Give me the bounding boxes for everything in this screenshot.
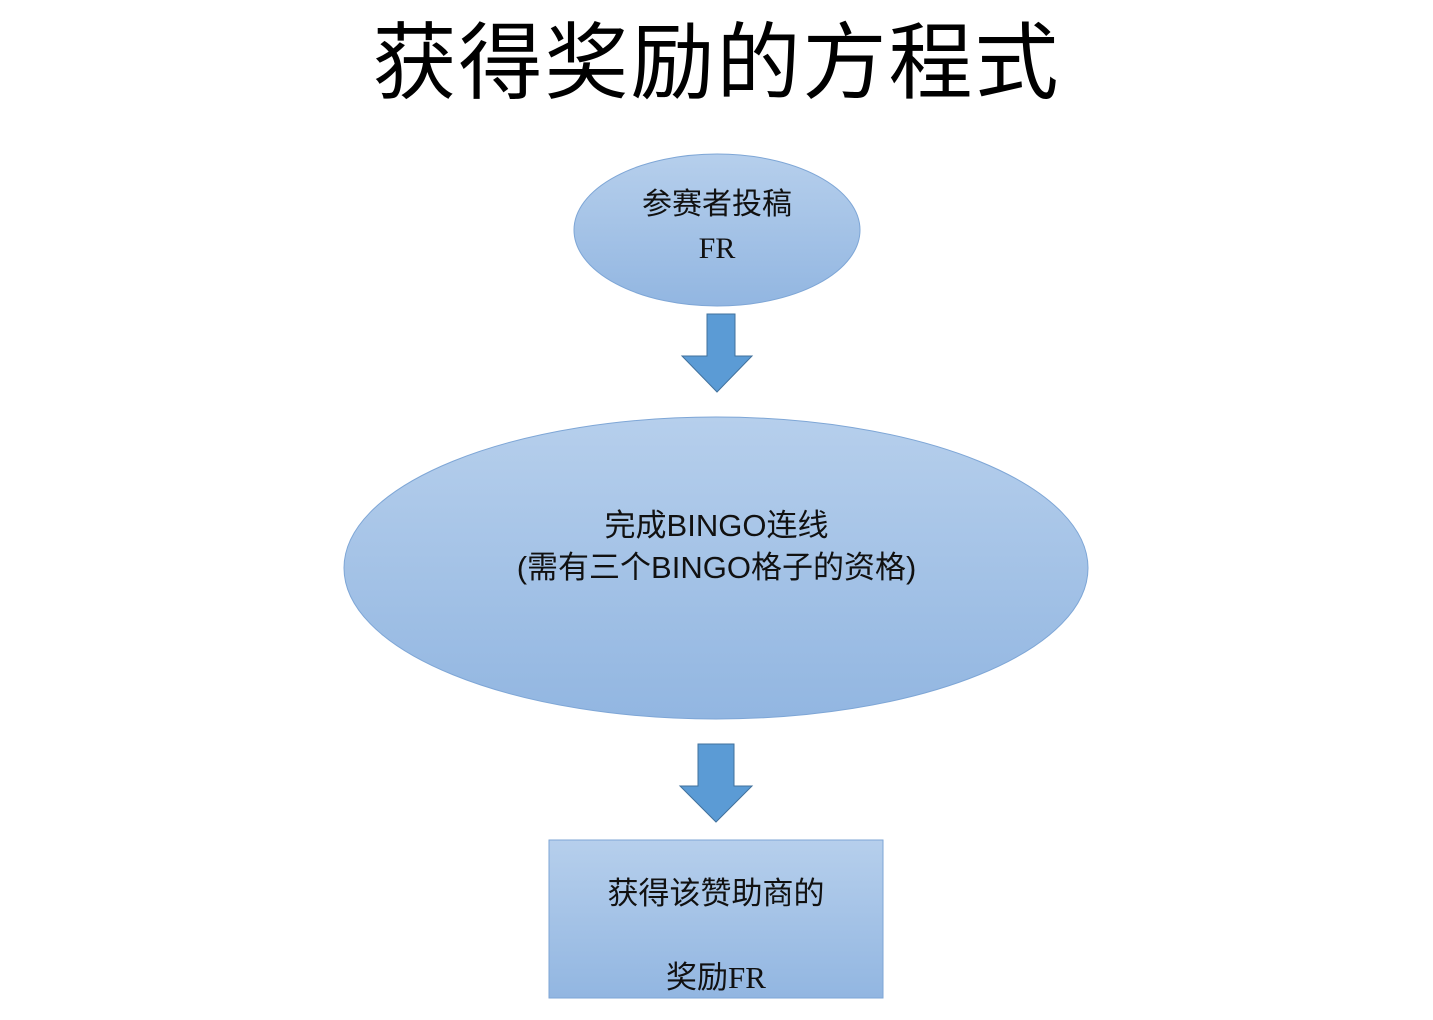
submit-ellipse: [573, 153, 861, 307]
arrow-down-icon: [680, 313, 754, 393]
submit-node-label: 参赛者投稿 FR: [574, 183, 860, 271]
reward-node-label: 获得该赞助商的 奖励FR: [549, 852, 883, 1020]
arrow-down-icon: [678, 743, 754, 823]
reward-node-line2-cn: 奖励: [666, 960, 729, 996]
reward-box: [548, 839, 884, 999]
submit-node-line2: FR: [698, 232, 736, 265]
bingo-node-label: 完成BINGO连线 (需有三个BINGO格子的资格): [344, 505, 1089, 589]
reward-node-line1: 获得该赞助商的: [607, 876, 825, 912]
diagram-title: 获得奖励的方程式: [372, 14, 1061, 112]
bingo-ellipse: [343, 416, 1089, 720]
submit-node-line1: 参赛者投稿: [642, 187, 792, 222]
reward-node-line2: 奖励FR: [549, 936, 883, 1020]
bingo-node-line1: 完成BINGO连线: [604, 508, 829, 543]
bingo-node-line2: (需有三个BINGO格子的资格): [516, 550, 917, 585]
reward-node-line2-en: FR: [728, 960, 766, 995]
